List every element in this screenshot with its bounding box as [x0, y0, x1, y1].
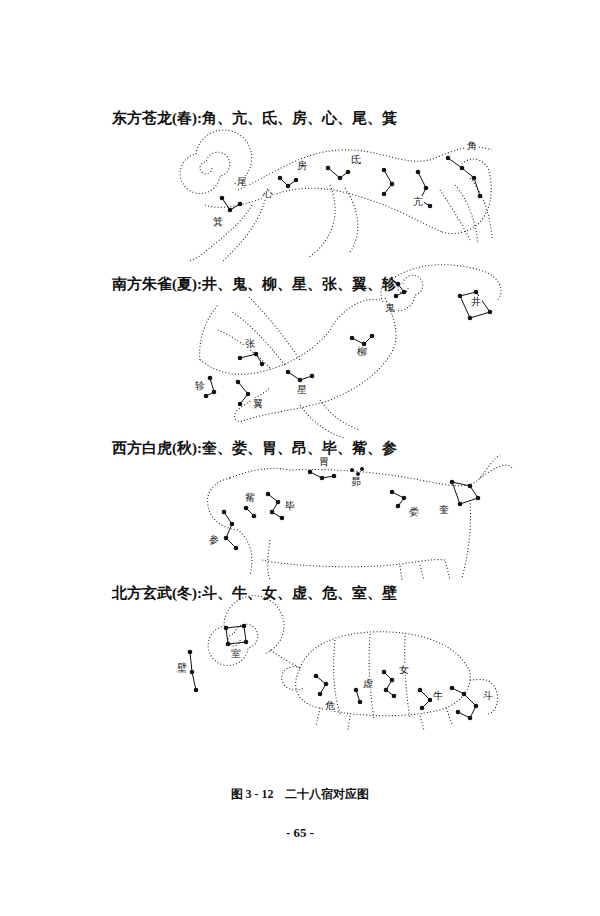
tortoise-outline [208, 596, 497, 730]
dragon-outline [180, 130, 492, 262]
mansion-label: 氐 [350, 154, 362, 165]
mansion-label: 心 [262, 188, 274, 199]
mansion-label: 井 [470, 296, 482, 307]
mansion-label: 翼 [252, 398, 264, 409]
mansion-label: 轸 [194, 380, 206, 391]
mansion-label: 危 [324, 700, 336, 711]
mansion-label: 觜 [244, 492, 256, 503]
bird-stars [204, 282, 493, 407]
section-heading: 北方玄武(冬):斗、牛、女、虚、危、室、壁 [112, 585, 397, 602]
tiger-outline [208, 455, 512, 580]
mansion-label: 毕 [284, 500, 296, 511]
mansion-label: 亢 [412, 196, 424, 207]
mansion-label: 尾 [236, 176, 248, 187]
mansion-label: 壁 [176, 662, 188, 673]
mansion-label: 昴 [350, 476, 362, 487]
mansion-label: 牛 [432, 690, 444, 701]
mansion-label: 鬼 [384, 302, 396, 313]
mansion-label: 柳 [356, 346, 368, 357]
mansion-label: 角 [466, 140, 478, 151]
section-heading: 南方朱雀(夏):井、鬼、柳、星、张、翼、轸 [112, 276, 397, 293]
mansion-label: 张 [244, 338, 256, 349]
mansion-label: 星 [296, 384, 308, 395]
tiger-stars [222, 467, 481, 550]
mansion-label: 参 [208, 534, 220, 545]
page-number: - 65 - [286, 826, 314, 840]
mansion-label: 奎 [438, 504, 450, 515]
mansion-label: 胃 [318, 456, 330, 467]
mansion-label: 女 [398, 664, 410, 675]
mansion-label: 房 [296, 160, 308, 171]
mansion-label: 室 [230, 648, 242, 659]
section-heading: 西方白虎(秋):奎、娄、胃、昂、毕、觜、参 [112, 440, 397, 457]
figure-caption: 图 3 - 12 二十八宿对应图 [231, 788, 370, 801]
mansion-label: 箕 [212, 216, 224, 227]
mansion-label: 斗 [482, 690, 494, 701]
section-heading: 东方苍龙(春):角、亢、氐、房、心、尾、箕 [112, 110, 397, 127]
mansion-label: 娄 [408, 506, 420, 517]
tortoise-stars [188, 624, 479, 721]
mansion-label: 虚 [362, 678, 374, 689]
